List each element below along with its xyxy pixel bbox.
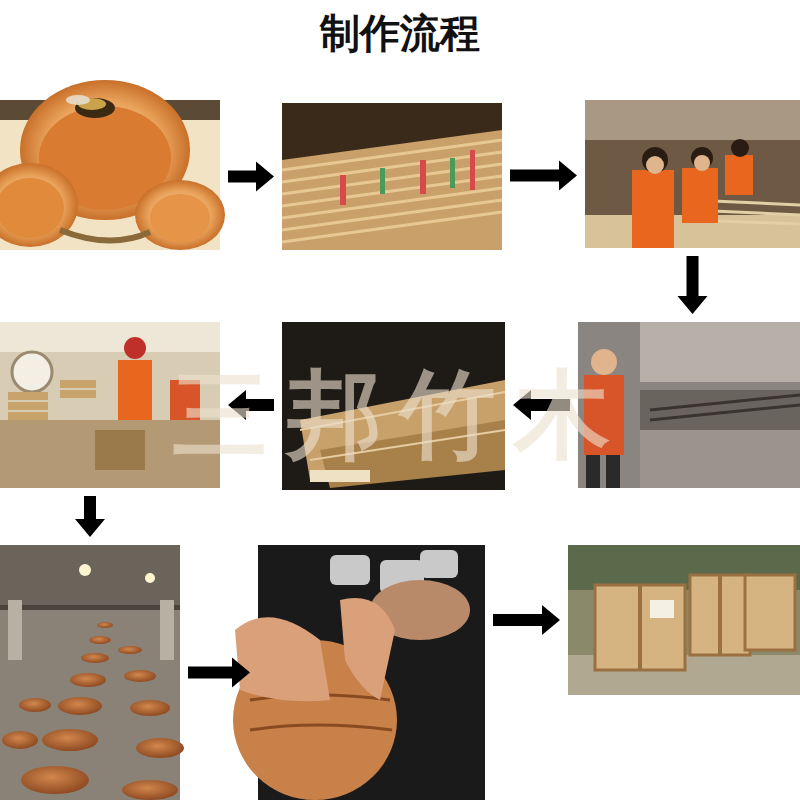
strips-photo: [282, 103, 502, 250]
workers-photo: [585, 100, 800, 248]
flow-arrow: [188, 658, 250, 688]
photo-panel: [282, 103, 502, 250]
flow-arrow: [678, 256, 708, 314]
finishing-photo: [233, 545, 485, 800]
photo-panel: [258, 545, 485, 800]
photo-panel: [585, 100, 800, 248]
flow-arrow: [75, 496, 105, 537]
diagram-title: 制作流程: [0, 6, 800, 61]
photo-panel: [0, 545, 180, 800]
crates-photo: [568, 545, 800, 695]
bamboo-photo: [0, 80, 225, 250]
photo-panel: [568, 545, 800, 695]
photo-panel: [0, 100, 220, 250]
flow-arrow: [493, 605, 560, 635]
flow-arrow: [228, 162, 274, 192]
drying-photo: [0, 545, 184, 800]
flow-arrow: [510, 161, 577, 191]
watermark: 三邦竹木: [0, 352, 800, 482]
